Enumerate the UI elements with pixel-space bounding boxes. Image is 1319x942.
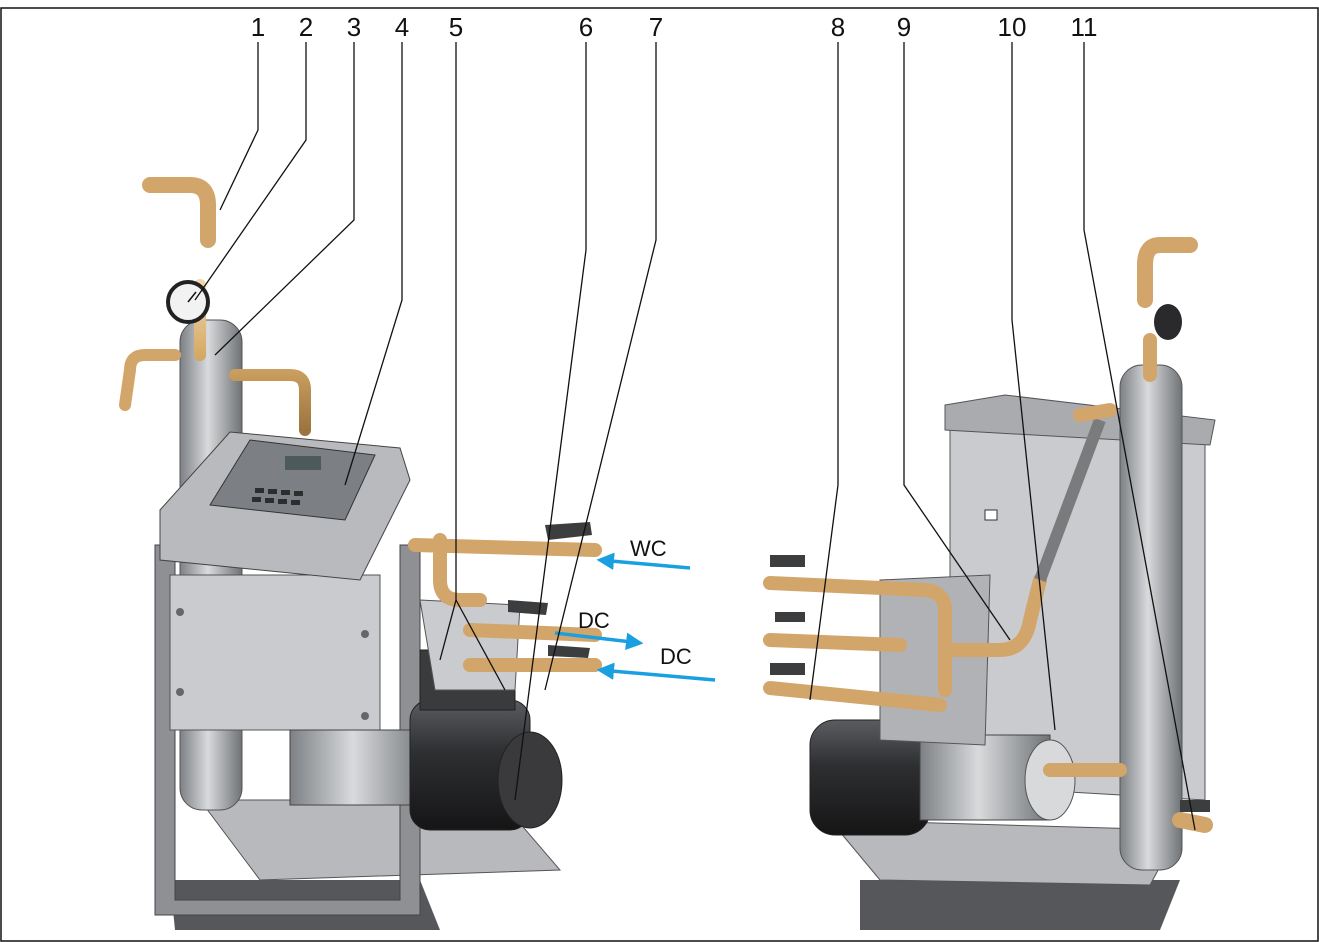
right-vessel [1119,364,1183,871]
flow-label-dc-in: DC [660,644,692,669]
callout-10: 10 [998,12,1027,42]
left-unit [119,177,602,930]
dc-in-arrow [596,662,716,682]
wc-arrow [596,552,691,570]
callout-2: 2 [299,12,313,42]
flow-arrows: WC DC DC [554,536,716,682]
left-bracket [419,599,521,691]
figure-border [0,7,1319,942]
right-pressure-gauge [1154,304,1182,340]
dc-out-arrow [554,631,644,651]
callout-3: 3 [347,12,361,42]
callout-9: 9 [897,12,911,42]
right-base-feet [860,880,1180,930]
callout-8: 8 [831,12,845,42]
right-air-vent [1137,237,1198,308]
callout-5: 5 [449,12,463,42]
callout-6: 6 [579,12,593,42]
right-unit [763,237,1216,930]
left-display [285,456,321,470]
right-base-plate [828,819,1181,886]
left-side-panel [169,574,381,731]
callout-4: 4 [395,12,409,42]
callout-numbers: 1 2 3 4 5 6 7 8 9 10 11 [251,12,1098,42]
leader-lines [194,42,1196,831]
flow-label-wc: WC [630,536,667,561]
callout-7: 7 [649,12,663,42]
left-pump-body [289,729,431,806]
left-control-panel [209,439,376,521]
left-air-vent [142,177,216,248]
flow-label-dc-out: DC [578,608,610,633]
right-flex-hose [1034,417,1106,583]
callout-11: 11 [1071,12,1098,42]
callout-1: 1 [251,12,265,42]
